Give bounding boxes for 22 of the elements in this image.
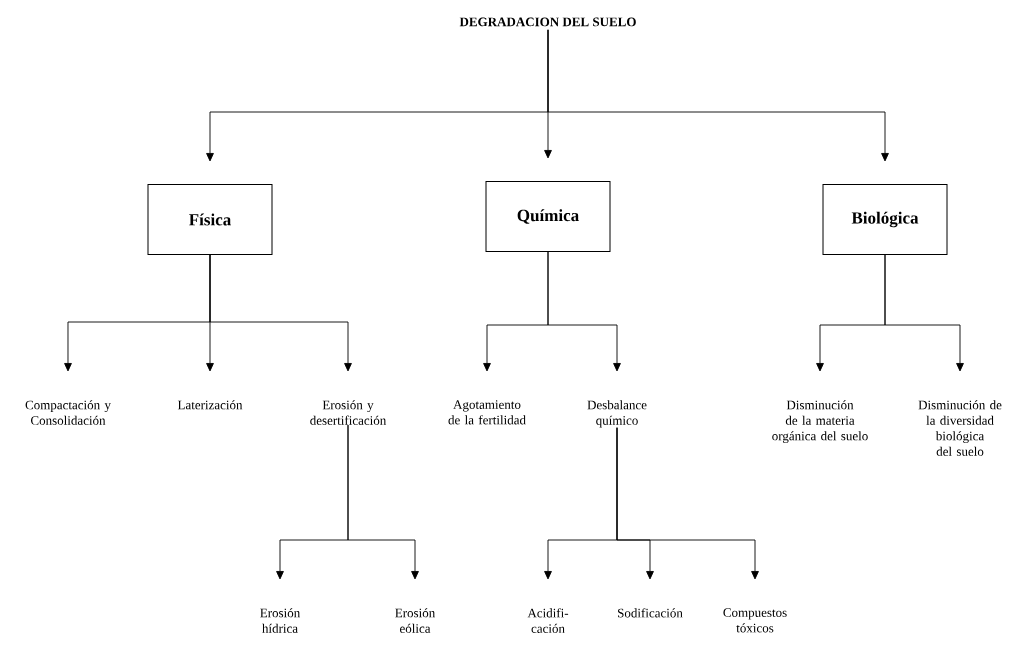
category-box: Física <box>147 184 273 255</box>
connector-arrow <box>347 424 419 580</box>
connector-arrow <box>547 251 621 372</box>
item-text: Disminución de la diversidad biológica del suelo <box>918 400 1002 456</box>
category-box: Química <box>485 181 611 252</box>
item-text: Sodificación <box>618 608 683 618</box>
item-text: Erosión hídrica <box>260 608 301 633</box>
connector-arrow <box>884 254 964 372</box>
item-text: Laterización <box>177 400 243 410</box>
item-text: Disminución de la materia orgánica del suelo <box>772 400 868 444</box>
item-text: Compuestos tóxicos <box>723 608 787 633</box>
item-text: Acidifi- cación <box>527 608 569 633</box>
item-text: Erosión y desertificación <box>310 400 387 425</box>
connector-arrow <box>209 254 352 372</box>
item-text: Desbalance químico <box>587 400 647 428</box>
category-box: Biológica <box>822 184 948 255</box>
item-text: Compactación y Consolidación <box>25 400 111 425</box>
connector-arrow <box>547 29 889 162</box>
item-text: Agotamiento de la fertilidad <box>448 400 526 425</box>
item-text: Erosión eólica <box>395 608 436 633</box>
connector-arrow <box>616 427 759 580</box>
heading-text: DEGRADACION DEL SUELO <box>459 17 636 27</box>
